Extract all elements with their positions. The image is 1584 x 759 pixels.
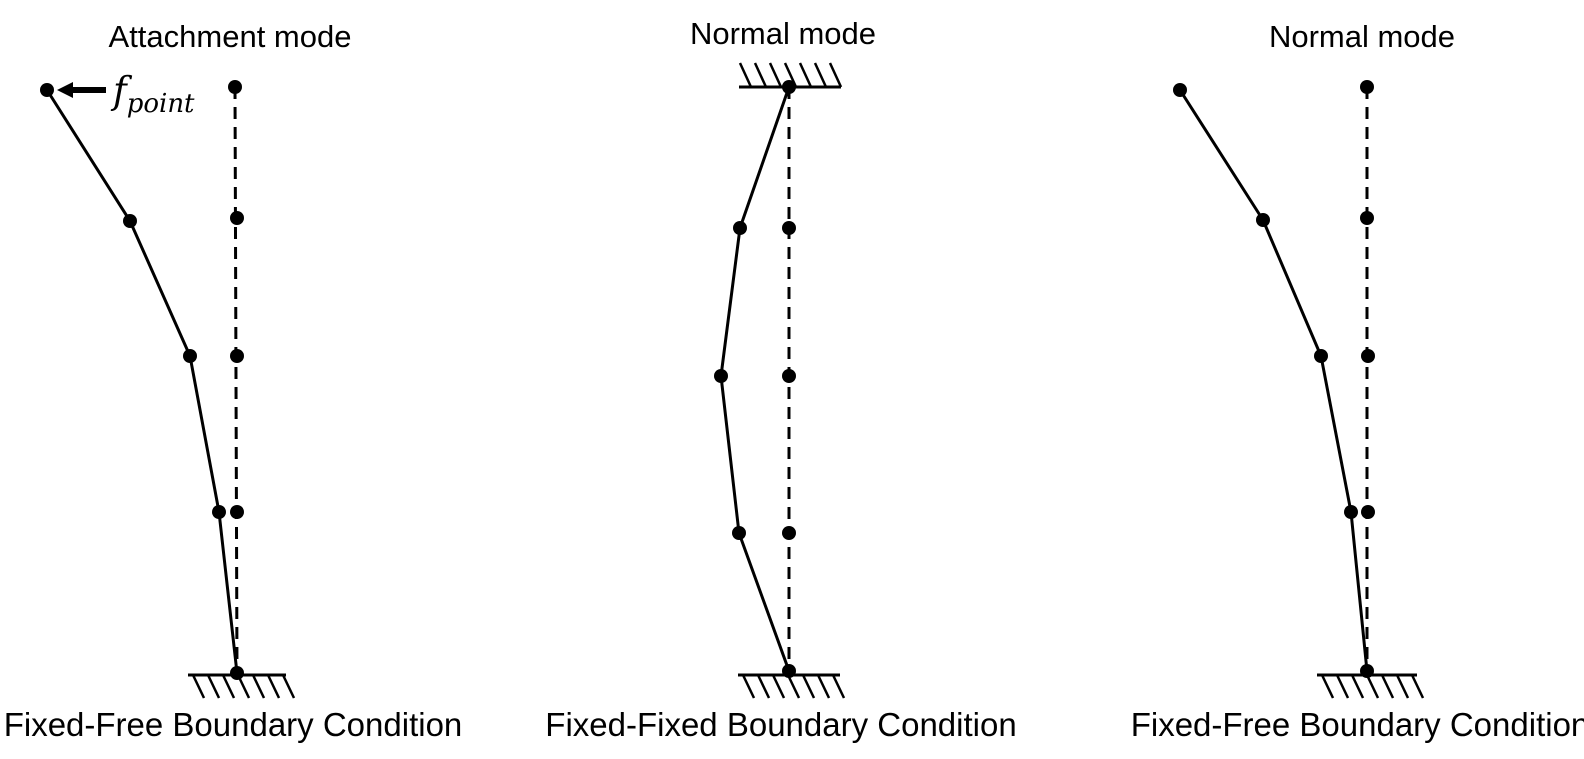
mode-shape-drawing	[40, 80, 296, 699]
force-label-subscript: point	[127, 89, 195, 119]
panel-attachment-mode-fixed-free: Attachment mode fpoint Fixed-Free Bounda…	[4, 19, 463, 743]
panel-caption: Fixed-Free Boundary Condition	[1131, 706, 1584, 743]
panel-title: Normal mode	[1269, 19, 1455, 54]
panel-title: Normal mode	[690, 16, 876, 51]
force-point-label: fpoint	[110, 69, 195, 119]
panel-normal-mode-fixed-fixed: Normal mode Fixed-Fixed Boundary Conditi…	[545, 16, 1016, 743]
panel-normal-mode-fixed-free: Normal mode Fixed-Free Boundary Conditio…	[1131, 19, 1584, 743]
mode-shape-drawing	[1173, 80, 1425, 699]
panel-title: Attachment mode	[109, 19, 352, 54]
panel-caption: Fixed-Fixed Boundary Condition	[545, 706, 1016, 743]
mode-shape-drawing	[714, 62, 846, 699]
panel-caption: Fixed-Free Boundary Condition	[4, 706, 463, 743]
